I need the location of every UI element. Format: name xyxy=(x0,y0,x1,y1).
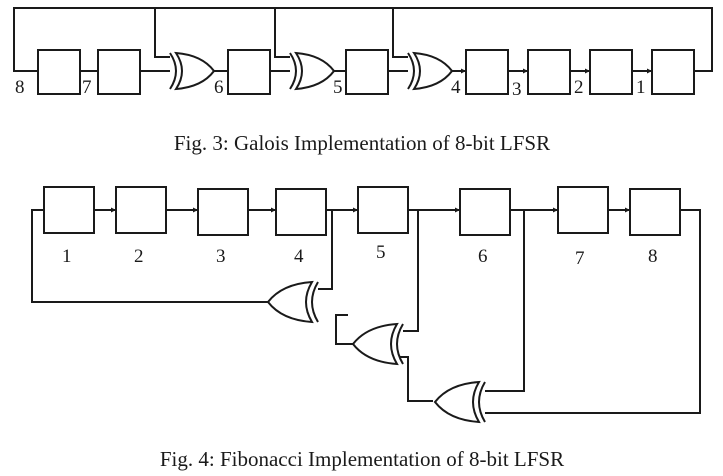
galois-label-7: 7 xyxy=(82,77,92,98)
fib-feedback-wire xyxy=(31,209,268,303)
fib-label-3: 3 xyxy=(216,246,226,267)
galois-xor-gate-3 xyxy=(407,51,454,91)
galois-register-7 xyxy=(97,49,141,95)
galois-register-5 xyxy=(345,49,389,95)
galois-feedback-wire xyxy=(13,7,713,72)
fib-xor-chain-2 xyxy=(400,356,433,402)
fib-label-5: 5 xyxy=(376,242,386,263)
galois-lfsr xyxy=(13,7,713,95)
galois-tap-wire xyxy=(274,8,290,58)
fib-register-8 xyxy=(629,188,681,236)
fibonacci-lfsr xyxy=(31,186,701,424)
galois-register-8 xyxy=(37,49,81,95)
fib-xor-gate-2 xyxy=(351,322,404,366)
galois-label-1: 1 xyxy=(636,77,646,98)
fib-label-1: 1 xyxy=(62,246,72,267)
fib-register-1 xyxy=(43,186,95,234)
galois-caption: Fig. 3: Galois Implementation of 8-bit L… xyxy=(174,131,550,155)
fib-tap-6 xyxy=(485,210,525,392)
fib-tap-4 xyxy=(318,210,333,290)
galois-tap-wire xyxy=(154,8,170,58)
fib-tap-5 xyxy=(403,210,419,332)
fib-label-4: 4 xyxy=(294,246,304,267)
fib-label-6: 6 xyxy=(478,246,488,267)
galois-register-2 xyxy=(589,49,633,95)
fib-xor-gate-3 xyxy=(433,380,486,424)
fibonacci-caption: Fig. 4: Fibonacci Implementation of 8-bi… xyxy=(160,447,564,471)
fib-xor-gate-1 xyxy=(266,280,319,324)
fib-register-6 xyxy=(459,188,511,236)
fib-register-4 xyxy=(275,188,327,236)
fib-label-7: 7 xyxy=(575,248,585,269)
fib-register-2 xyxy=(115,186,167,234)
galois-register-3 xyxy=(527,49,571,95)
galois-label-2: 2 xyxy=(574,77,584,98)
galois-label-8: 8 xyxy=(15,77,25,98)
galois-label-6: 6 xyxy=(214,77,224,98)
galois-register-6 xyxy=(227,49,271,95)
galois-xor-gate-2 xyxy=(289,51,336,91)
galois-label-3: 3 xyxy=(512,79,522,100)
fib-label-2: 2 xyxy=(134,246,144,267)
fib-register-5 xyxy=(357,186,409,234)
galois-register-1 xyxy=(651,49,695,95)
galois-register-4 xyxy=(465,49,509,95)
galois-tap-wire xyxy=(392,8,408,58)
fib-tap-8 xyxy=(485,209,701,414)
fib-label-8: 8 xyxy=(648,246,658,267)
fib-register-3 xyxy=(197,188,249,236)
galois-xor-gate-1 xyxy=(169,51,216,91)
galois-label-5: 5 xyxy=(333,77,343,98)
fib-xor-chain-1 xyxy=(335,314,354,345)
fib-register-7 xyxy=(557,186,609,234)
galois-label-4: 4 xyxy=(451,77,461,98)
